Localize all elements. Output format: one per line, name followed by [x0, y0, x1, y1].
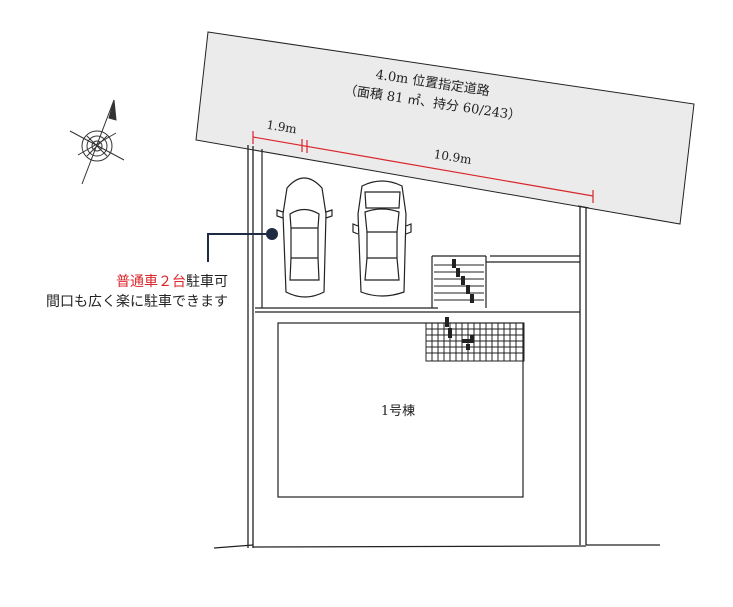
north-compass-icon — [69, 99, 125, 185]
callout-dot — [266, 228, 278, 240]
deck-markers — [445, 317, 474, 350]
building-label: 1号棟 — [381, 404, 415, 419]
lot-boundary — [213, 145, 660, 549]
frontage-dimension — [252, 131, 594, 203]
parking-enclosure — [255, 149, 580, 313]
parking-callout: 普通車２台駐車可 間口も広く楽に駐車できます — [46, 272, 228, 312]
parking-callout-leader — [207, 233, 272, 262]
road-area — [195, 31, 695, 225]
parking-capacity-highlight: 普通車２台 — [116, 274, 186, 290]
parking-callout-line2: 間口も広く楽に駐車できます — [46, 294, 228, 310]
car-1-icon — [276, 177, 333, 298]
parking-callout-line1: 普通車２台駐車可 — [46, 272, 228, 292]
dimension-left-label: 1.9m — [265, 118, 298, 137]
stair-markers — [452, 259, 474, 303]
entry-deck-grid — [425, 322, 525, 362]
building-footprint — [277, 322, 524, 498]
parking-callout-line1-rest: 駐車可 — [186, 274, 228, 290]
dimension-right-label: 10.9m — [433, 147, 473, 167]
car-2-icon — [352, 180, 412, 297]
